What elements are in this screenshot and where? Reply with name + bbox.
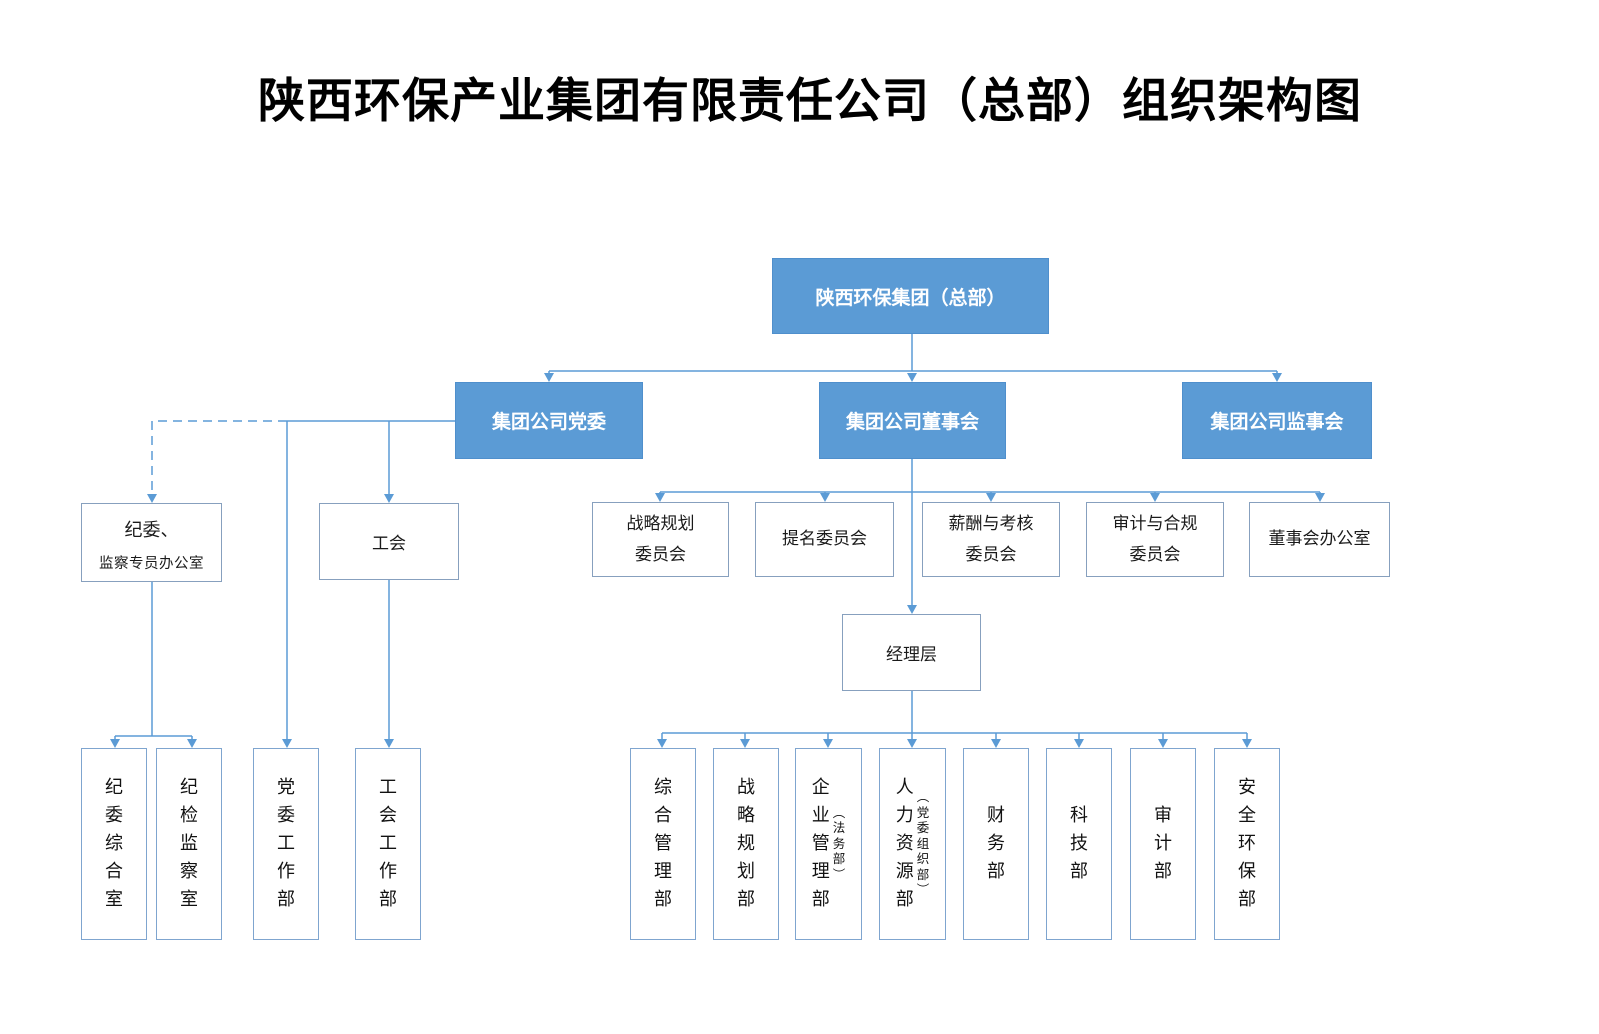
node-strategic-planning-committee: 战略规划 委员会	[592, 502, 729, 577]
node-label: 集团公司党委	[491, 411, 606, 433]
node-remuneration-appraisal-committee: 薪酬与考核 委员会	[922, 502, 1060, 577]
node-label: 安全环保部	[1238, 777, 1256, 910]
node-enterprise-management-dept: 企业管理部︵法务部︶	[795, 748, 862, 940]
node-group-headquarters: 陕西环保集团（总部）	[772, 258, 1049, 334]
node-label: 工会工作部	[379, 777, 397, 910]
node-safety-environment-dept: 安全环保部	[1214, 748, 1280, 940]
node-label: 委员会	[965, 544, 1017, 565]
node-label: ︵党委组织部︶	[916, 789, 930, 898]
node-label: 财务部	[987, 805, 1005, 882]
node-label: 董事会办公室	[1268, 529, 1371, 549]
node-finance-dept: 财务部	[963, 748, 1029, 940]
node-discipline-inspection-office: 纪委、 监察专员办公室	[81, 503, 222, 582]
node-general-management-dept: 综合管理部	[630, 748, 696, 940]
node-label: 工会	[372, 534, 406, 554]
node-label: 提名委员会	[782, 529, 867, 549]
node-labor-union: 工会	[319, 503, 459, 580]
node-science-technology-dept: 科技部	[1046, 748, 1112, 940]
node-human-resources-dept: 人力资源部︵党委组织部︶	[879, 748, 946, 940]
node-label: 委员会	[635, 544, 686, 565]
node-discipline-inspection-room: 纪检监察室	[156, 748, 222, 940]
node-label: 陕西环保集团（总部）	[815, 286, 1006, 309]
node-label: 人力资源部	[895, 777, 914, 910]
node-union-work-department: 工会工作部	[355, 748, 421, 940]
node-discipline-general-office: 纪委综合室	[81, 748, 147, 940]
node-label: 经理层	[886, 645, 937, 665]
node-label: 纪检监察室	[180, 777, 198, 910]
node-nomination-committee: 提名委员会	[755, 502, 894, 577]
node-label: 企业管理部	[811, 777, 830, 910]
node-label: 战略规划部	[737, 777, 755, 910]
node-party-work-department: 党委工作部	[253, 748, 319, 940]
node-party-committee: 集团公司党委	[455, 382, 643, 459]
node-management-layer: 经理层	[842, 614, 981, 691]
node-label: 战略规划	[626, 513, 695, 534]
node-label: 综合管理部	[654, 777, 672, 910]
node-supervisory-board: 集团公司监事会	[1182, 382, 1372, 459]
node-label: 科技部	[1070, 805, 1088, 882]
node-label: 纪委、	[124, 520, 179, 541]
chart-title: 陕西环保产业集团有限责任公司（总部）组织架构图	[258, 74, 1362, 129]
node-label: ︵法务部︶	[832, 804, 846, 882]
node-board-office: 董事会办公室	[1249, 502, 1390, 577]
node-board-of-directors: 集团公司董事会	[819, 382, 1006, 459]
node-label: 集团公司监事会	[1210, 411, 1344, 433]
node-label: 薪酬与考核	[948, 513, 1034, 534]
node-label: 审计部	[1154, 805, 1172, 882]
node-label: 纪委综合室	[105, 777, 123, 910]
node-label: 委员会	[1129, 544, 1181, 565]
node-audit-dept: 审计部	[1130, 748, 1196, 940]
node-strategic-planning-dept: 战略规划部	[713, 748, 779, 940]
node-audit-compliance-committee: 审计与合规 委员会	[1086, 502, 1224, 577]
node-label: 审计与合规	[1112, 513, 1198, 534]
node-label: 监察专员办公室	[99, 556, 204, 572]
node-label: 集团公司董事会	[845, 411, 979, 433]
node-label: 党委工作部	[277, 777, 295, 910]
